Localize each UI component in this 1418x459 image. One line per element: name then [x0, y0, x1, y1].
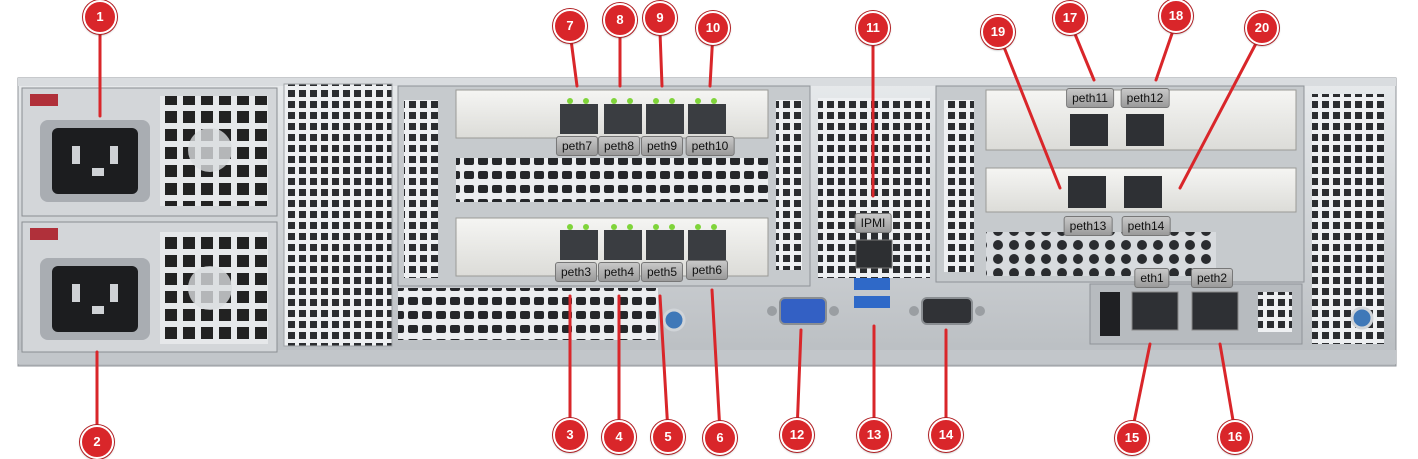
port-label-peth9: peth9 [640, 136, 684, 156]
port-label-ipmi: IPMI [854, 213, 892, 233]
callout-10: 10 [696, 11, 730, 45]
callout-17: 17 [1053, 1, 1087, 35]
port-label-peth12: peth12 [1120, 88, 1170, 108]
callout-8: 8 [603, 3, 637, 37]
port-label-peth8: peth8 [597, 136, 641, 156]
callout-18: 18 [1159, 0, 1193, 33]
callout-12: 12 [780, 418, 814, 452]
callout-3: 3 [553, 418, 587, 452]
callout-15: 15 [1115, 421, 1149, 455]
callout-7: 7 [553, 9, 587, 43]
callout-14: 14 [929, 418, 963, 452]
port-label-peth14: peth14 [1121, 216, 1171, 236]
callout-13: 13 [857, 418, 891, 452]
callout-16: 16 [1218, 420, 1252, 454]
callout-19: 19 [981, 15, 1015, 49]
callout-20: 20 [1245, 11, 1279, 45]
callout-2: 2 [80, 425, 114, 459]
port-label-peth6: peth6 [685, 260, 729, 280]
callout-5: 5 [651, 420, 685, 454]
port-label-peth10: peth10 [685, 136, 735, 156]
port-label-peth13: peth13 [1063, 216, 1113, 236]
callout-1: 1 [83, 0, 117, 34]
callout-9: 9 [643, 1, 677, 35]
port-label-peth5: peth5 [640, 262, 684, 282]
port-label-peth11: peth11 [1066, 88, 1114, 108]
port-label-peth4: peth4 [597, 262, 641, 282]
callout-11: 11 [856, 11, 890, 45]
callout-6: 6 [703, 421, 737, 455]
callout-4: 4 [602, 420, 636, 454]
port-label-peth3: peth3 [554, 262, 598, 282]
port-label-peth2: peth2 [1190, 268, 1234, 288]
port-label-peth7: peth7 [555, 136, 599, 156]
port-label-eth1: eth1 [1134, 268, 1170, 288]
